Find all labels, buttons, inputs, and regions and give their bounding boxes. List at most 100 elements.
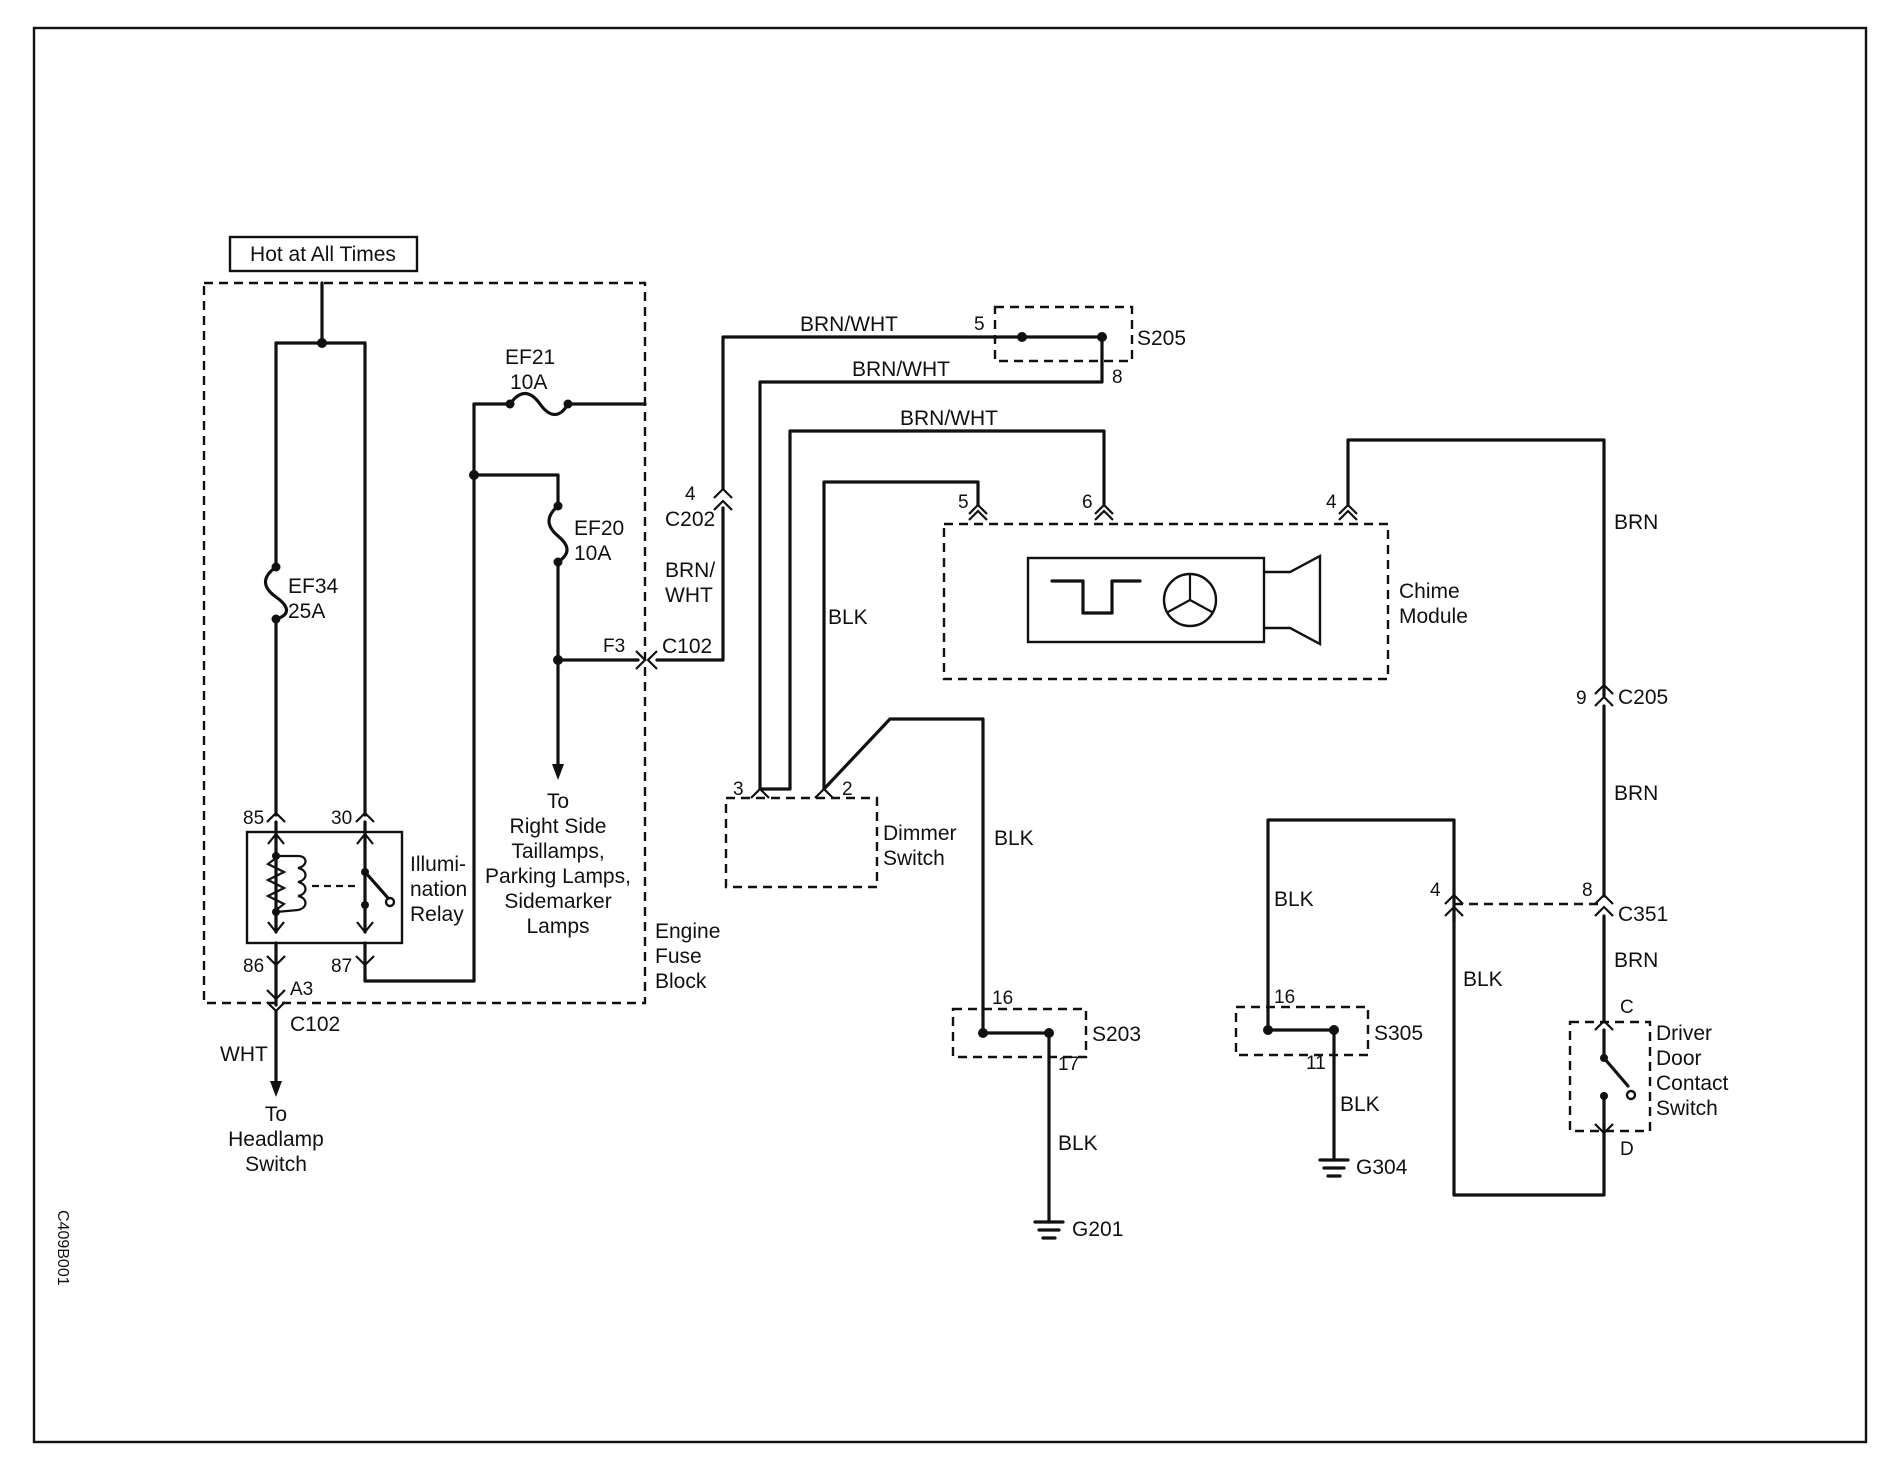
- ef20-branch-wire: [472, 473, 560, 508]
- engine-fuse-block-label-1: Engine: [655, 920, 720, 943]
- s203-junction-right: [1044, 1028, 1054, 1038]
- s203-label: S203: [1092, 1023, 1141, 1046]
- chime-pin-6-label: 6: [1082, 492, 1093, 513]
- relay-label-2: nation: [410, 878, 467, 901]
- brn-label-2: BRN: [1614, 782, 1658, 805]
- dimmer-to-chime5-blk-wire: [822, 480, 980, 791]
- s203-pin-17: 17: [1058, 1054, 1079, 1075]
- c351-pin-4-label: 4: [1430, 880, 1441, 901]
- engine-fuse-block-label-3: Block: [655, 970, 707, 993]
- c205-label: C205: [1618, 686, 1668, 709]
- door-switch-label-2: Door: [1656, 1047, 1702, 1070]
- pin-30-connector: [355, 811, 375, 823]
- brn-wht-label-2: BRN/WHT: [852, 358, 950, 381]
- to-right-side-2: Right Side: [510, 815, 607, 838]
- s305-junction-right: [1329, 1025, 1339, 1035]
- c202-to-s205-wire: [721, 335, 1024, 491]
- to-headlamp-3: Switch: [245, 1153, 307, 1176]
- chime-label-2: Module: [1399, 605, 1468, 628]
- c351-pin-8-connector: [1594, 893, 1614, 917]
- chime-pin-4-connector: [1338, 503, 1358, 521]
- a3-pin-label: A3: [290, 979, 313, 1000]
- pin-86-label: 86: [243, 956, 264, 977]
- dimmer-label-1: Dimmer: [883, 822, 957, 845]
- ef34-label: EF34: [288, 575, 339, 598]
- dimmer-pin-3-connector: [750, 787, 770, 799]
- chime-module-outline: [942, 522, 1390, 681]
- door-switch-outline: [1568, 1020, 1652, 1133]
- s305-pin-16: 16: [1274, 987, 1295, 1008]
- door-switch-pin-d: D: [1620, 1139, 1634, 1160]
- c351-to-return-blk-wire: [1452, 914, 1606, 1197]
- dimmer-switch: 3 2 Dimmer Switch BLK: [724, 717, 1034, 1035]
- relay-coil-resistor: [265, 857, 287, 911]
- g304-label: G304: [1356, 1156, 1408, 1179]
- c351-pin-4-connector: [1444, 893, 1464, 917]
- illumination-relay-box: [245, 830, 404, 945]
- brn-wht-label-1: BRN/WHT: [800, 313, 898, 336]
- right-side-arrow: [552, 764, 564, 780]
- blk-s203-label: BLK: [994, 827, 1034, 850]
- chime-pin-6-connector: [1094, 503, 1114, 521]
- c102-to-c202-wire: [655, 506, 725, 662]
- s203-pin-16: 16: [992, 988, 1013, 1009]
- hot-bus-junction: [317, 338, 327, 348]
- pulse-waveform-icon: [1050, 579, 1142, 615]
- chime-module: 5 6 4 Chime Module: [942, 492, 1468, 681]
- to-right-side-3: Taillamps,: [511, 840, 604, 863]
- chime-pin-5-label: 5: [958, 492, 969, 513]
- engine-fuse-block-outline: [202, 281, 647, 1005]
- c102-a3-label: C102: [290, 1013, 340, 1036]
- g304-ground-icon: [1318, 1158, 1350, 1178]
- brn-label-1: BRN: [1614, 511, 1658, 534]
- s205-pin-8: 8: [1112, 367, 1123, 388]
- door-switch-arm: [1602, 1056, 1630, 1088]
- to-right-side-6: Lamps: [526, 915, 589, 938]
- brn-wht-vertical-1: BRN/: [665, 559, 715, 582]
- f3-connector: [635, 650, 658, 670]
- ef20-amp-label: 10A: [574, 542, 611, 565]
- ef21-label: EF21: [505, 346, 555, 369]
- blk-c351-label: BLK: [1463, 968, 1503, 991]
- s305-junction-left: [1263, 1025, 1273, 1035]
- door-switch-open-contact: [1625, 1089, 1637, 1101]
- speaker-icon: [1264, 554, 1322, 646]
- pin-85-label: 85: [243, 808, 264, 829]
- c351-label: C351: [1618, 903, 1668, 926]
- c202-pin-label: 4: [685, 484, 696, 505]
- blk-left305-label: BLK: [1274, 888, 1314, 911]
- c202-label: C202: [665, 508, 715, 531]
- blk-g304-label: BLK: [1340, 1093, 1380, 1116]
- s305-splice-box: [1234, 1005, 1370, 1057]
- to-right-side-5: Sidemarker: [504, 890, 611, 913]
- ef20-label: EF20: [574, 517, 624, 540]
- pin-87-label: 87: [331, 956, 352, 977]
- c351-pin-8-label: 8: [1582, 880, 1593, 901]
- s305-pin-11: 11: [1306, 1053, 1326, 1074]
- s203-junction-left: [978, 1028, 988, 1038]
- to-headlamp-2: Headlamp: [228, 1128, 324, 1151]
- g201-label: G201: [1072, 1218, 1123, 1241]
- relay-switch-arrows: [356, 832, 374, 934]
- dimmer-pin-2-label: 2: [842, 779, 853, 800]
- ef34-amp-label: 25A: [288, 600, 325, 623]
- door-switch-pin-c: C: [1620, 997, 1634, 1018]
- s203-splice-group: 16 17 S203 BLK G201: [951, 988, 1141, 1241]
- c102-f3-label: C102: [662, 635, 712, 658]
- to-headlamp-1: To: [265, 1103, 287, 1126]
- hot-feed-wire: [274, 281, 367, 345]
- c205-connector: [1594, 683, 1614, 707]
- s203-bus-wire: [981, 1031, 1051, 1224]
- ef21-amp-label: 10A: [510, 371, 547, 394]
- g201-ground-icon: [1033, 1220, 1065, 1240]
- headlamp-arrow: [270, 1081, 282, 1097]
- s205-pin-5: 5: [974, 314, 985, 335]
- pin-85-connector: [266, 811, 286, 823]
- chime4-to-c205-wire: [1346, 438, 1606, 698]
- relay-label-3: Relay: [410, 903, 464, 926]
- dimmer-pin-3-label: 3: [733, 779, 744, 800]
- door-switch-label-1: Driver: [1656, 1022, 1712, 1045]
- s205-junction-left: [1017, 332, 1027, 342]
- door-switch-pin-c-connector: [1594, 1019, 1614, 1031]
